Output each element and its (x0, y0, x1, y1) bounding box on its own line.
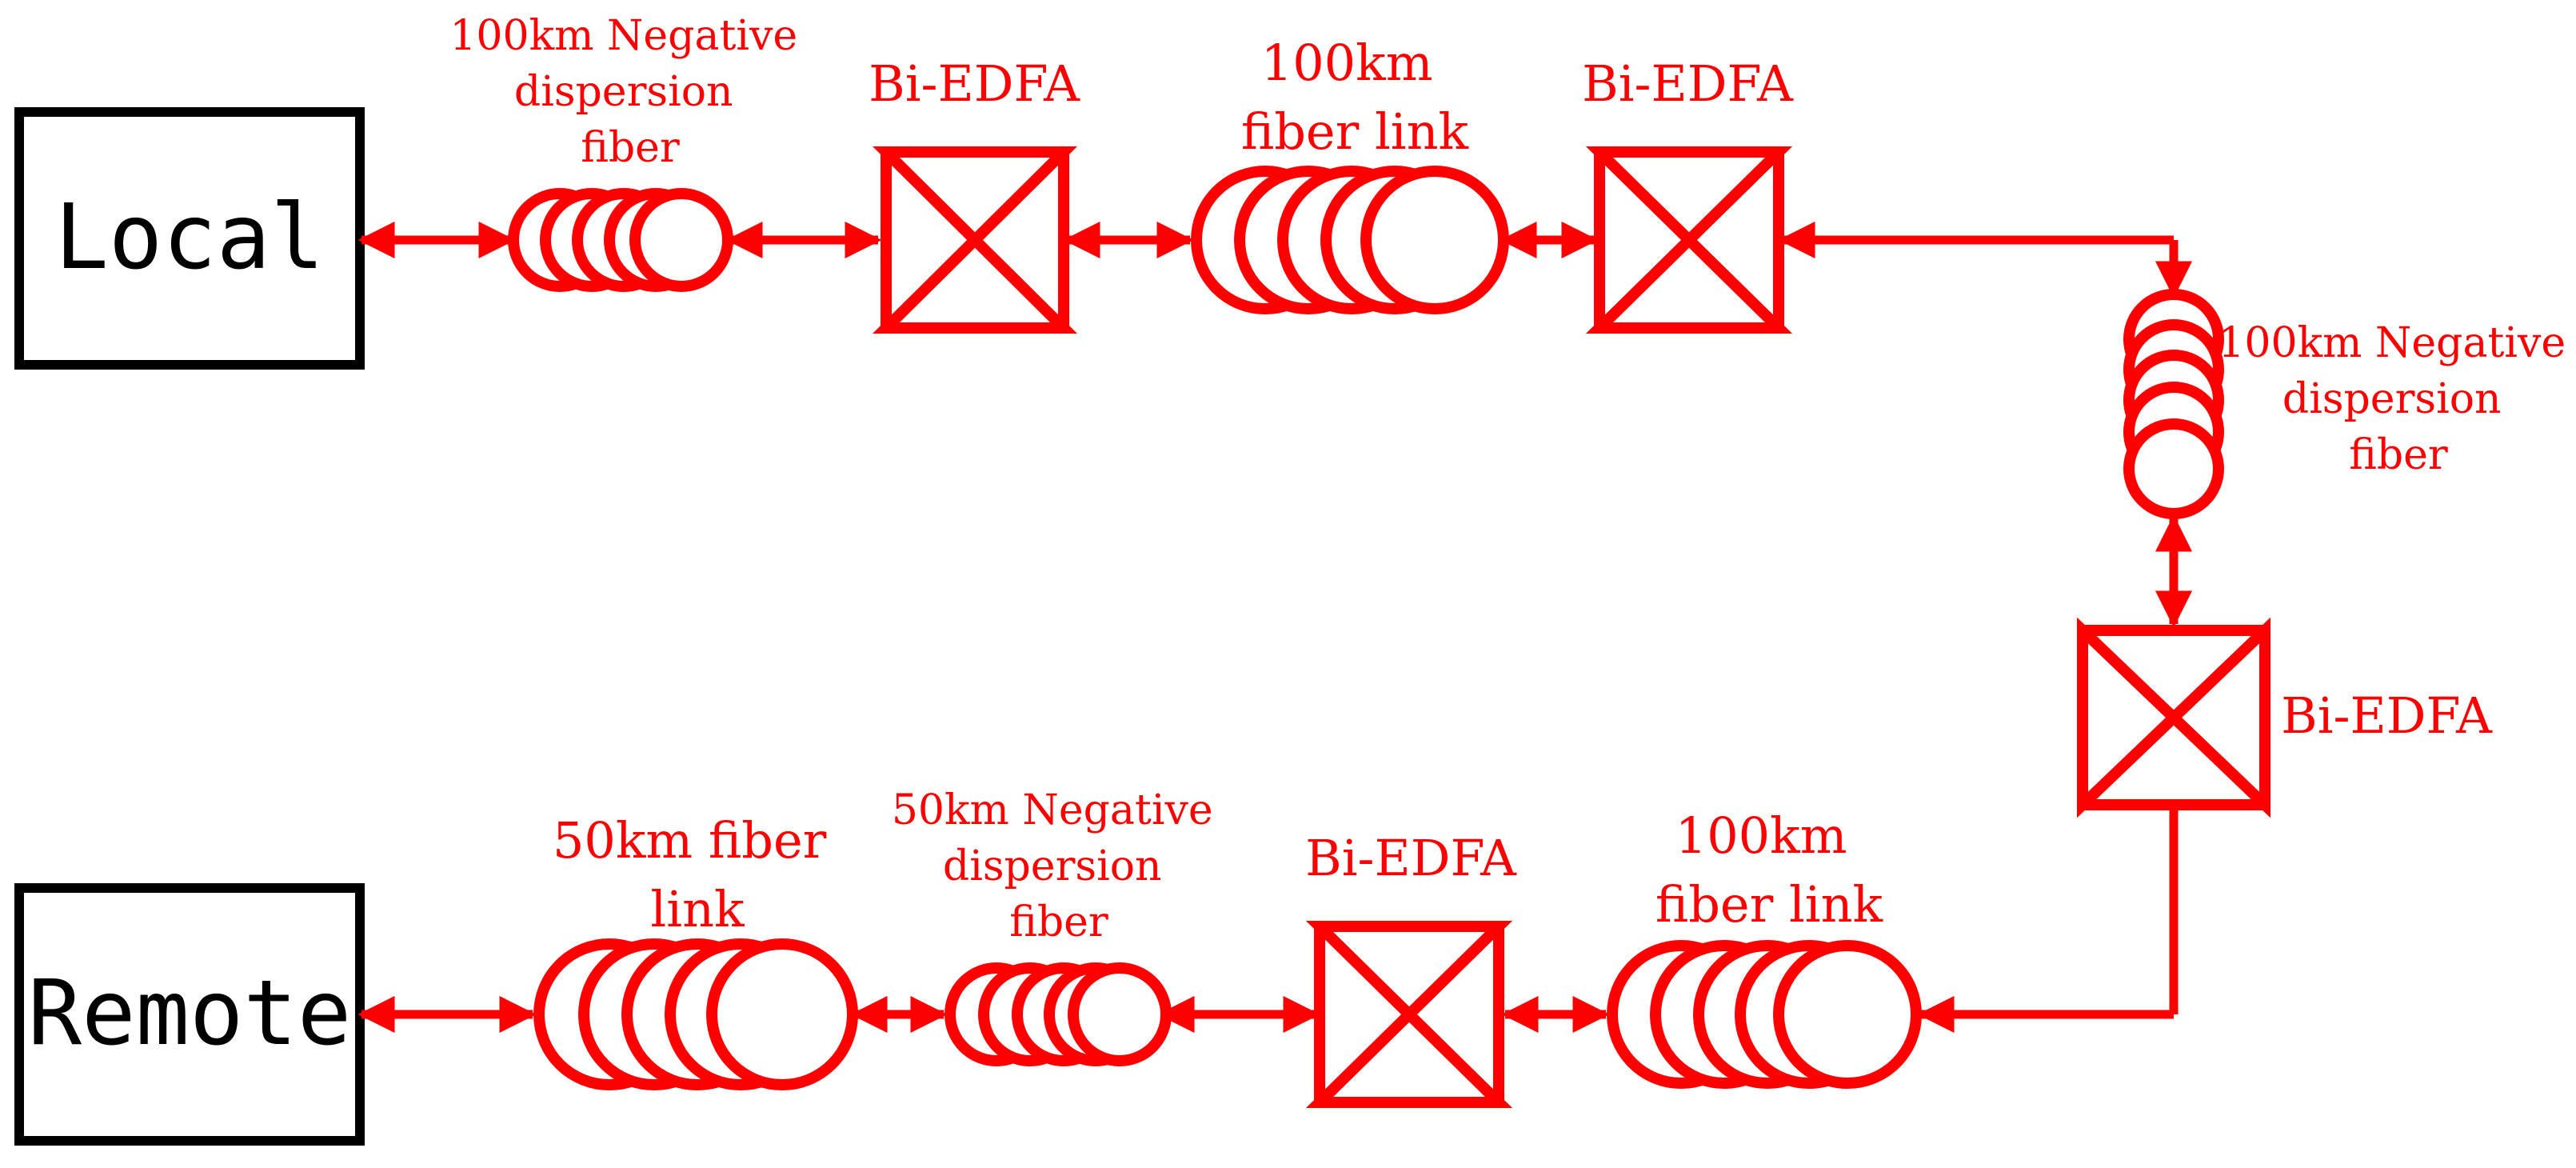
ndf-right-label: 100km Negative dispersion fiber (2218, 319, 2576, 479)
fiber-link-bottom-right-label: 100km fiber link (1655, 806, 1883, 934)
fiber-link-top-label-line1: 100km (1261, 34, 1433, 92)
bi-edfa-amplifier-top-2 (1585, 146, 1793, 334)
edfa-top-2-label: Bi-EDFA (1582, 54, 1794, 113)
ndf-top-label-line2: dispersion (514, 68, 733, 116)
remote-node-label: Remote (28, 962, 352, 1066)
connections (357, 221, 2193, 1034)
edfa-top-1-label: Bi-EDFA (869, 54, 1080, 113)
fiber-link-coil-bottom-left (533, 938, 858, 1090)
fiber-link-bottom-left-label: 50km fiber link (553, 811, 842, 938)
fiber-link-coil-top (1191, 166, 1509, 314)
ndf-top-label-line3: fiber (581, 124, 680, 172)
ndf-bottom-label: 50km Negative dispersion fiber (892, 786, 1226, 946)
local-node-label: Local (54, 186, 324, 290)
fiber-link-bottom-left-label-line1: 50km fiber (553, 811, 827, 870)
local-node: Local (14, 107, 365, 370)
fiber-link-bottom-right-label-line2: fiber link (1655, 875, 1883, 934)
fiber-link-top-label-line2: fiber link (1241, 102, 1469, 161)
remote-node: Remote (14, 883, 365, 1146)
negative-dispersion-fiber-coil-bottom (945, 962, 1172, 1066)
bi-edfa-amplifier-right (2077, 617, 2270, 818)
bi-edfa-amplifier-bottom (1305, 921, 1513, 1108)
fiber-link-bottom-left-label-line2: link (650, 880, 745, 938)
ndf-top-label: 100km Negative dispersion fiber (449, 12, 810, 172)
edfa-bottom-label: Bi-EDFA (1305, 829, 1517, 887)
fiber-link-bottom-right-label-line1: 100km (1675, 806, 1847, 865)
edfa-right-label: Bi-EDFA (2281, 686, 2493, 745)
ndf-bottom-label-line2: dispersion (943, 842, 1162, 890)
bi-edfa-amplifier-top-1 (872, 146, 1078, 334)
ndf-right-label-line2: dispersion (2282, 375, 2502, 423)
ndf-bottom-label-line1: 50km Negative (892, 786, 1213, 834)
ndf-right-label-line1: 100km Negative (2218, 319, 2566, 367)
ndf-top-label-line1: 100km Negative (449, 12, 797, 60)
negative-dispersion-fiber-coil-right (2123, 289, 2224, 519)
fiber-link-coil-bottom-right (1607, 940, 1922, 1089)
ndf-right-label-line3: fiber (2349, 431, 2448, 479)
negative-dispersion-fiber-coil-top (508, 188, 733, 292)
fiber-link-top-label: 100km fiber link (1241, 34, 1469, 161)
ndf-bottom-label-line3: fiber (1009, 898, 1108, 946)
